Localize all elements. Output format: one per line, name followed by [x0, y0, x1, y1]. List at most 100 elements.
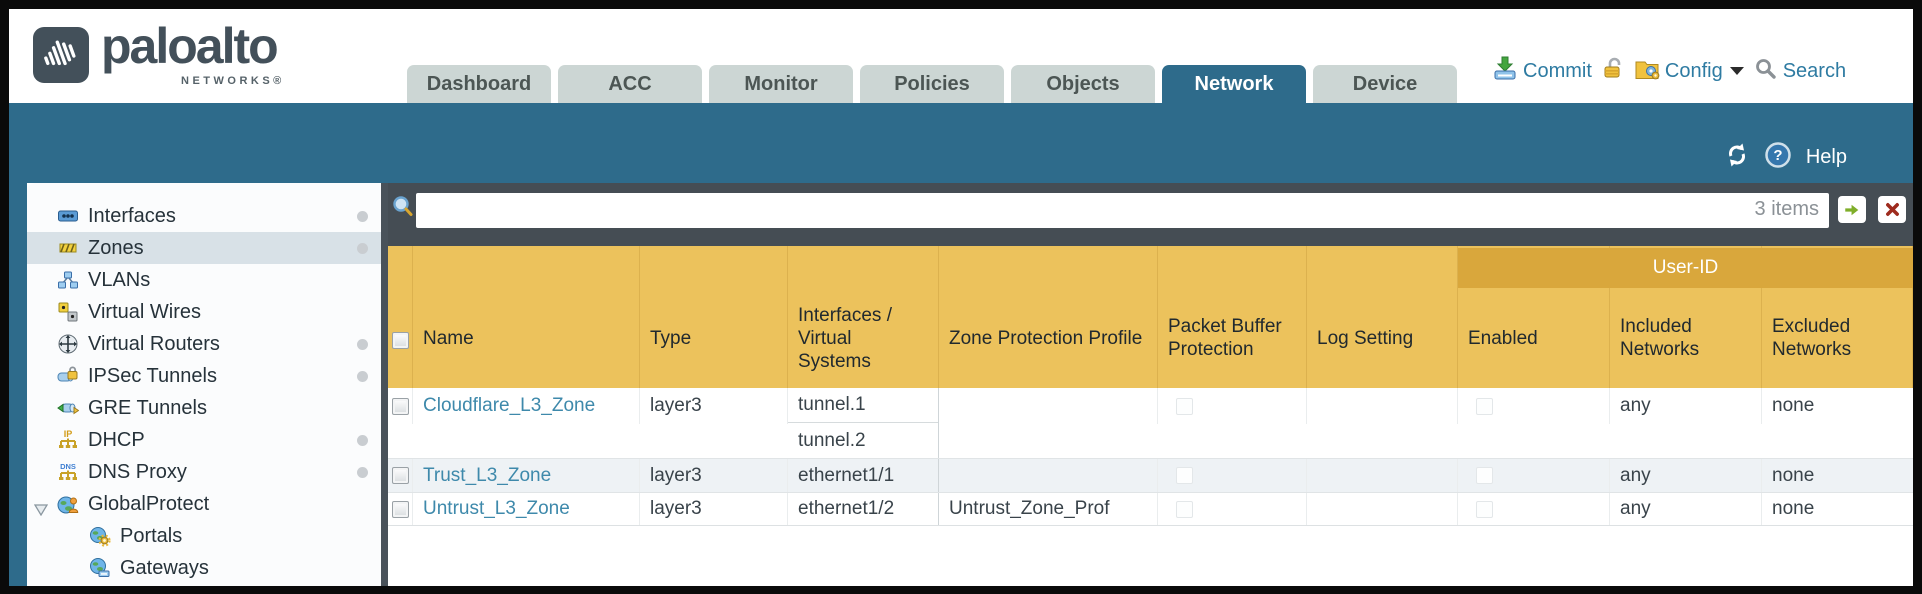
search-icon — [1754, 57, 1778, 86]
collapse-triangle-icon[interactable] — [33, 499, 49, 517]
user-id-enabled-checkbox — [1476, 500, 1493, 518]
apply-filter-button[interactable] — [1838, 196, 1866, 223]
sidebar-divider[interactable] — [381, 183, 388, 586]
tab-policies[interactable]: Policies — [860, 65, 1004, 103]
zones-content: 3 items Name Type Interfaces / Virtual S… — [388, 183, 1913, 586]
zone-name-link[interactable]: Untrust_L3_Zone — [423, 498, 570, 519]
zones-icon — [57, 237, 79, 259]
sidebar-item-virtual-routers[interactable]: Virtual Routers — [27, 328, 381, 360]
included-networks-cell: any — [1610, 493, 1762, 525]
tab-dashboard[interactable]: Dashboard — [407, 65, 551, 103]
column-header-type[interactable]: Type — [640, 246, 788, 388]
header-checkbox-cell — [388, 246, 413, 388]
gre-tunnels-icon — [57, 397, 79, 419]
zone-type-cell: layer3 — [640, 388, 788, 424]
tab-objects[interactable]: Objects — [1011, 65, 1155, 103]
column-header-packet-buffer[interactable]: Packet Buffer Protection — [1158, 246, 1307, 388]
included-networks-cell: any — [1610, 388, 1762, 424]
included-networks-cell: any — [1610, 459, 1762, 492]
log-setting-cell — [1307, 493, 1458, 525]
help-label[interactable]: Help — [1805, 146, 1847, 168]
column-header-zone-protection[interactable]: Zone Protection Profile — [939, 246, 1158, 388]
tab-network[interactable]: Network — [1162, 65, 1306, 103]
paloalto-logo-icon — [33, 27, 89, 83]
excluded-networks-cell: none — [1772, 395, 1815, 416]
dns-proxy-icon: DNS — [57, 461, 79, 483]
sidebar-item-globalprotect[interactable]: GlobalProtect — [27, 488, 381, 520]
status-dot — [357, 211, 368, 222]
dhcp-icon: IP — [57, 429, 79, 451]
sidebar-item-gre-tunnels[interactable]: GRE Tunnels — [27, 392, 381, 424]
help-icon[interactable]: ? — [1764, 141, 1792, 174]
sidebar-item-dns-proxy[interactable]: DNS DNS Proxy — [27, 456, 381, 488]
clear-filter-button[interactable] — [1878, 196, 1906, 223]
commit-button[interactable]: Commit — [1492, 56, 1592, 87]
zone-name-link[interactable]: Trust_L3_Zone — [423, 464, 552, 486]
sidebar-item-label: VLANs — [88, 268, 151, 291]
log-setting-cell — [1307, 388, 1458, 424]
refresh-icon[interactable] — [1724, 142, 1750, 173]
zone-name-link[interactable]: Cloudflare_L3_Zone — [423, 395, 596, 416]
sidebar-item-gateways[interactable]: Gateways — [27, 552, 381, 584]
items-count: 3 items — [1754, 198, 1819, 220]
zones-table-header: Name Type Interfaces / Virtual Systems Z… — [388, 246, 1913, 388]
row-checkbox[interactable] — [392, 397, 409, 415]
sidebar-item-label: DHCP — [88, 428, 145, 451]
column-header-log-setting[interactable]: Log Setting — [1307, 246, 1458, 388]
network-sidebar: Interfaces Zones VLANs Virtual Wires — [27, 183, 381, 586]
sidebar-item-label: DNS Proxy — [88, 460, 187, 483]
row-checkbox[interactable] — [392, 467, 409, 484]
packet-buffer-checkbox — [1176, 467, 1193, 484]
zone-protection-cell — [939, 388, 1158, 424]
tab-monitor[interactable]: Monitor — [709, 65, 853, 103]
sidebar-item-label: GRE Tunnels — [88, 396, 207, 419]
main-nav-tabs: Dashboard ACC Monitor Policies Objects N… — [407, 65, 1457, 103]
status-dot — [357, 435, 368, 446]
svg-text:?: ? — [1773, 147, 1782, 164]
filter-search-icon — [391, 194, 415, 218]
sidebar-item-zones[interactable]: Zones — [27, 232, 381, 264]
page: paloalto NETWORKS® Dashboard ACC Monitor… — [9, 9, 1913, 586]
sidebar-item-label: Gateways — [120, 556, 209, 579]
header-actions: Commit — [1492, 53, 1846, 89]
filter-toolbar: 3 items — [388, 183, 1913, 246]
log-setting-cell — [1307, 459, 1458, 492]
zone-protection-cell — [939, 459, 1158, 492]
globalprotect-icon — [57, 493, 79, 515]
tab-acc[interactable]: ACC — [558, 65, 702, 103]
zone-type-cell: layer3 — [640, 459, 788, 492]
column-header-excluded-networks[interactable]: Excluded Networks — [1762, 246, 1913, 388]
sidebar-item-label: Portals — [120, 524, 183, 547]
portals-icon — [89, 525, 111, 547]
sidebar-item-virtual-wires[interactable]: Virtual Wires — [27, 296, 381, 328]
sidebar-item-dhcp[interactable]: IP DHCP — [27, 424, 381, 456]
app-header: paloalto NETWORKS® Dashboard ACC Monitor… — [9, 9, 1913, 103]
column-header-interfaces[interactable]: Interfaces / Virtual Systems — [788, 246, 939, 388]
filter-input[interactable] — [416, 193, 1829, 228]
sidebar-item-label: GlobalProtect — [88, 492, 210, 515]
sidebar-item-label: IPSec Tunnels — [88, 364, 217, 387]
row-checkbox[interactable] — [392, 500, 409, 518]
sidebar-item-portals[interactable]: Portals — [27, 520, 381, 552]
column-header-enabled[interactable]: Enabled — [1458, 246, 1610, 388]
lock-icon[interactable] — [1602, 56, 1624, 87]
sidebar-item-label: Interfaces — [88, 204, 176, 227]
select-all-checkbox[interactable] — [392, 332, 409, 349]
sidebar-item-ipsec-tunnels[interactable]: IPSec Tunnels — [27, 360, 381, 392]
zone-interfaces-cell: ethernet1/2 — [788, 493, 939, 525]
zone-interfaces-cell: tunnel.1 tunnel.2 — [788, 388, 939, 458]
tab-device[interactable]: Device — [1313, 65, 1457, 103]
column-header-included-networks[interactable]: Included Networks — [1610, 246, 1762, 388]
search-button[interactable]: Search — [1754, 57, 1846, 86]
table-row: Untrust_L3_Zone layer3 ethernet1/2 Untru… — [388, 492, 1913, 526]
config-icon — [1634, 57, 1660, 86]
virtual-routers-icon — [57, 333, 79, 355]
zone-type-cell: layer3 — [640, 493, 788, 525]
config-menu-button[interactable]: Config — [1634, 57, 1744, 86]
sidebar-item-interfaces[interactable]: Interfaces — [27, 200, 381, 232]
user-id-group-header: User-ID — [1458, 248, 1913, 288]
column-header-name[interactable]: Name — [413, 246, 640, 388]
sidebar-item-vlans[interactable]: VLANs — [27, 264, 381, 296]
virtual-wires-icon — [57, 301, 79, 323]
